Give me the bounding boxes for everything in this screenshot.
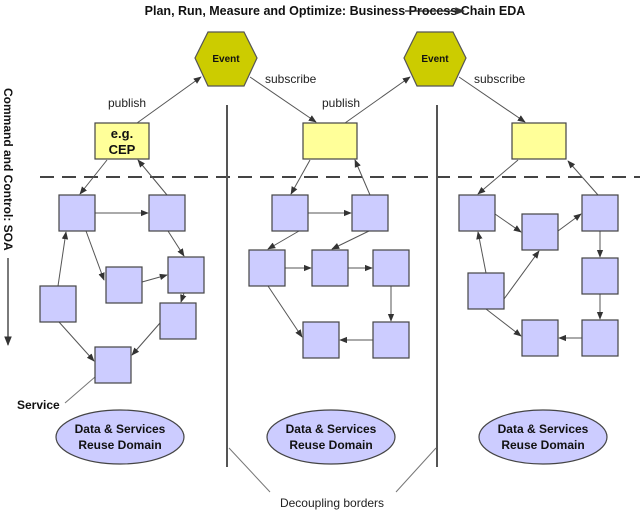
event-node-1: Event: [194, 31, 258, 87]
domain-ellipse-3: Data & Services Reuse Domain: [478, 409, 608, 465]
publish-label-1: publish: [108, 96, 146, 110]
service-node: [302, 321, 340, 359]
service-node: [148, 194, 186, 232]
service-node: [467, 272, 505, 310]
process-box-3: [511, 122, 567, 160]
right-panel-services: [458, 194, 619, 357]
domain-ellipse-2: Data & Services Reuse Domain: [266, 409, 396, 465]
service-node: [105, 266, 143, 304]
subscribe-edge-1: [249, 76, 317, 123]
domain-label-line1: Data & Services: [498, 422, 589, 436]
service-node: [521, 319, 559, 357]
middle-panel-edges: [267, 159, 395, 344]
service-node: [159, 302, 197, 340]
event-node-2: Event: [403, 31, 467, 87]
decoupling-pointer-2: [395, 447, 437, 493]
service-node: [581, 257, 619, 295]
side-label: Command and Control: SOA: [1, 88, 15, 251]
service-node: [458, 194, 496, 232]
domain-label-line1: Data & Services: [286, 422, 377, 436]
service-node: [372, 249, 410, 287]
domain-label-line2: Reuse Domain: [501, 438, 584, 452]
diagram-title: Plan, Run, Measure and Optimize: Busines…: [145, 4, 526, 18]
service-node: [521, 213, 559, 251]
service-node: [372, 321, 410, 359]
subscribe-label-2: subscribe: [474, 72, 526, 86]
decoupling-label: Decoupling borders: [280, 496, 384, 510]
domain-label-line2: Reuse Domain: [289, 438, 372, 452]
publish-edge-1: [136, 76, 202, 124]
service-node: [351, 194, 389, 232]
cep-label-line2: CEP: [109, 142, 136, 157]
domain-label-line2: Reuse Domain: [78, 438, 161, 452]
service-node: [167, 256, 205, 294]
publish-edge-2: [344, 76, 411, 124]
middle-panel-services: [248, 194, 410, 359]
event-label: Event: [212, 54, 240, 65]
service-node: [271, 194, 309, 232]
publish-label-2: publish: [322, 96, 360, 110]
service-node: [248, 249, 286, 287]
process-box-2: [302, 122, 358, 160]
service-node: [39, 285, 77, 323]
service-node: [58, 194, 96, 232]
subscribe-edge-2: [458, 76, 526, 123]
left-panel-edges: [57, 159, 187, 404]
subscribe-label-1: subscribe: [265, 72, 317, 86]
service-node: [581, 194, 619, 232]
right-panel-edges: [476, 159, 604, 342]
domain-label-line1: Data & Services: [75, 422, 166, 436]
event-label: Event: [421, 54, 449, 65]
decoupling-pointer-1: [228, 447, 271, 493]
process-box-cep: e.g. CEP: [94, 122, 150, 160]
service-node: [311, 249, 349, 287]
service-label: Service: [17, 398, 60, 412]
service-pointer: [64, 376, 96, 404]
left-panel-services: [39, 194, 205, 384]
cep-label-line1: e.g.: [111, 126, 133, 141]
domain-ellipse-1: Data & Services Reuse Domain: [55, 409, 185, 465]
service-node: [94, 346, 132, 384]
service-node: [581, 319, 619, 357]
